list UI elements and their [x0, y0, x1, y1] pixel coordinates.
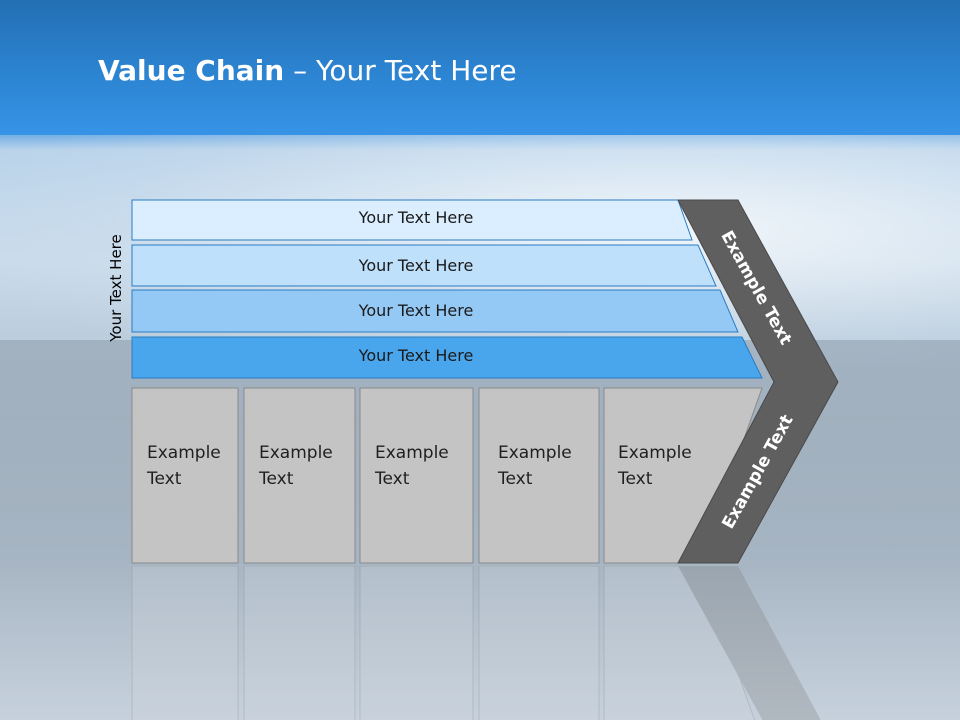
- column-1[interactable]: [131, 387, 239, 564]
- column-3[interactable]: [359, 387, 474, 564]
- column-2-line2: Text: [259, 469, 294, 489]
- column-4[interactable]: [478, 387, 600, 564]
- band-4[interactable]: [131, 336, 763, 379]
- column-2[interactable]: [243, 387, 356, 564]
- chevron-arrow[interactable]: [677, 199, 839, 564]
- column-3-line1: Example: [375, 443, 449, 463]
- column-5-text: Example Text: [618, 440, 692, 492]
- band-1-label: Your Text Here: [358, 208, 474, 227]
- column-2-text: Example Text: [259, 440, 333, 492]
- column-3-text: Example Text: [375, 440, 449, 492]
- column-5-line2: Text: [618, 469, 653, 489]
- band-3-label: Your Text Here: [358, 301, 474, 320]
- column-3-line2: Text: [375, 469, 410, 489]
- column-2-line1: Example: [259, 443, 333, 463]
- band-1[interactable]: [131, 199, 693, 241]
- band-2[interactable]: [131, 244, 717, 287]
- column-1-line2: Text: [147, 469, 182, 489]
- slide-title-rest: – Your Text Here: [284, 54, 517, 87]
- column-4-line2: Text: [498, 469, 533, 489]
- slide-title-bold: Value Chain: [98, 54, 285, 87]
- column-1-line1: Example: [147, 443, 221, 463]
- header-background: [0, 0, 960, 135]
- column-5-line1: Example: [618, 443, 692, 463]
- column-1-text: Example Text: [147, 440, 221, 492]
- band-2-label: Your Text Here: [358, 256, 474, 275]
- band-3[interactable]: [131, 289, 739, 333]
- band-4-label: Your Text Here: [358, 346, 474, 365]
- slide-title: Value Chain – Your Text Here: [98, 54, 517, 87]
- column-4-line1: Example: [498, 443, 572, 463]
- column-4-text: Example Text: [498, 440, 572, 492]
